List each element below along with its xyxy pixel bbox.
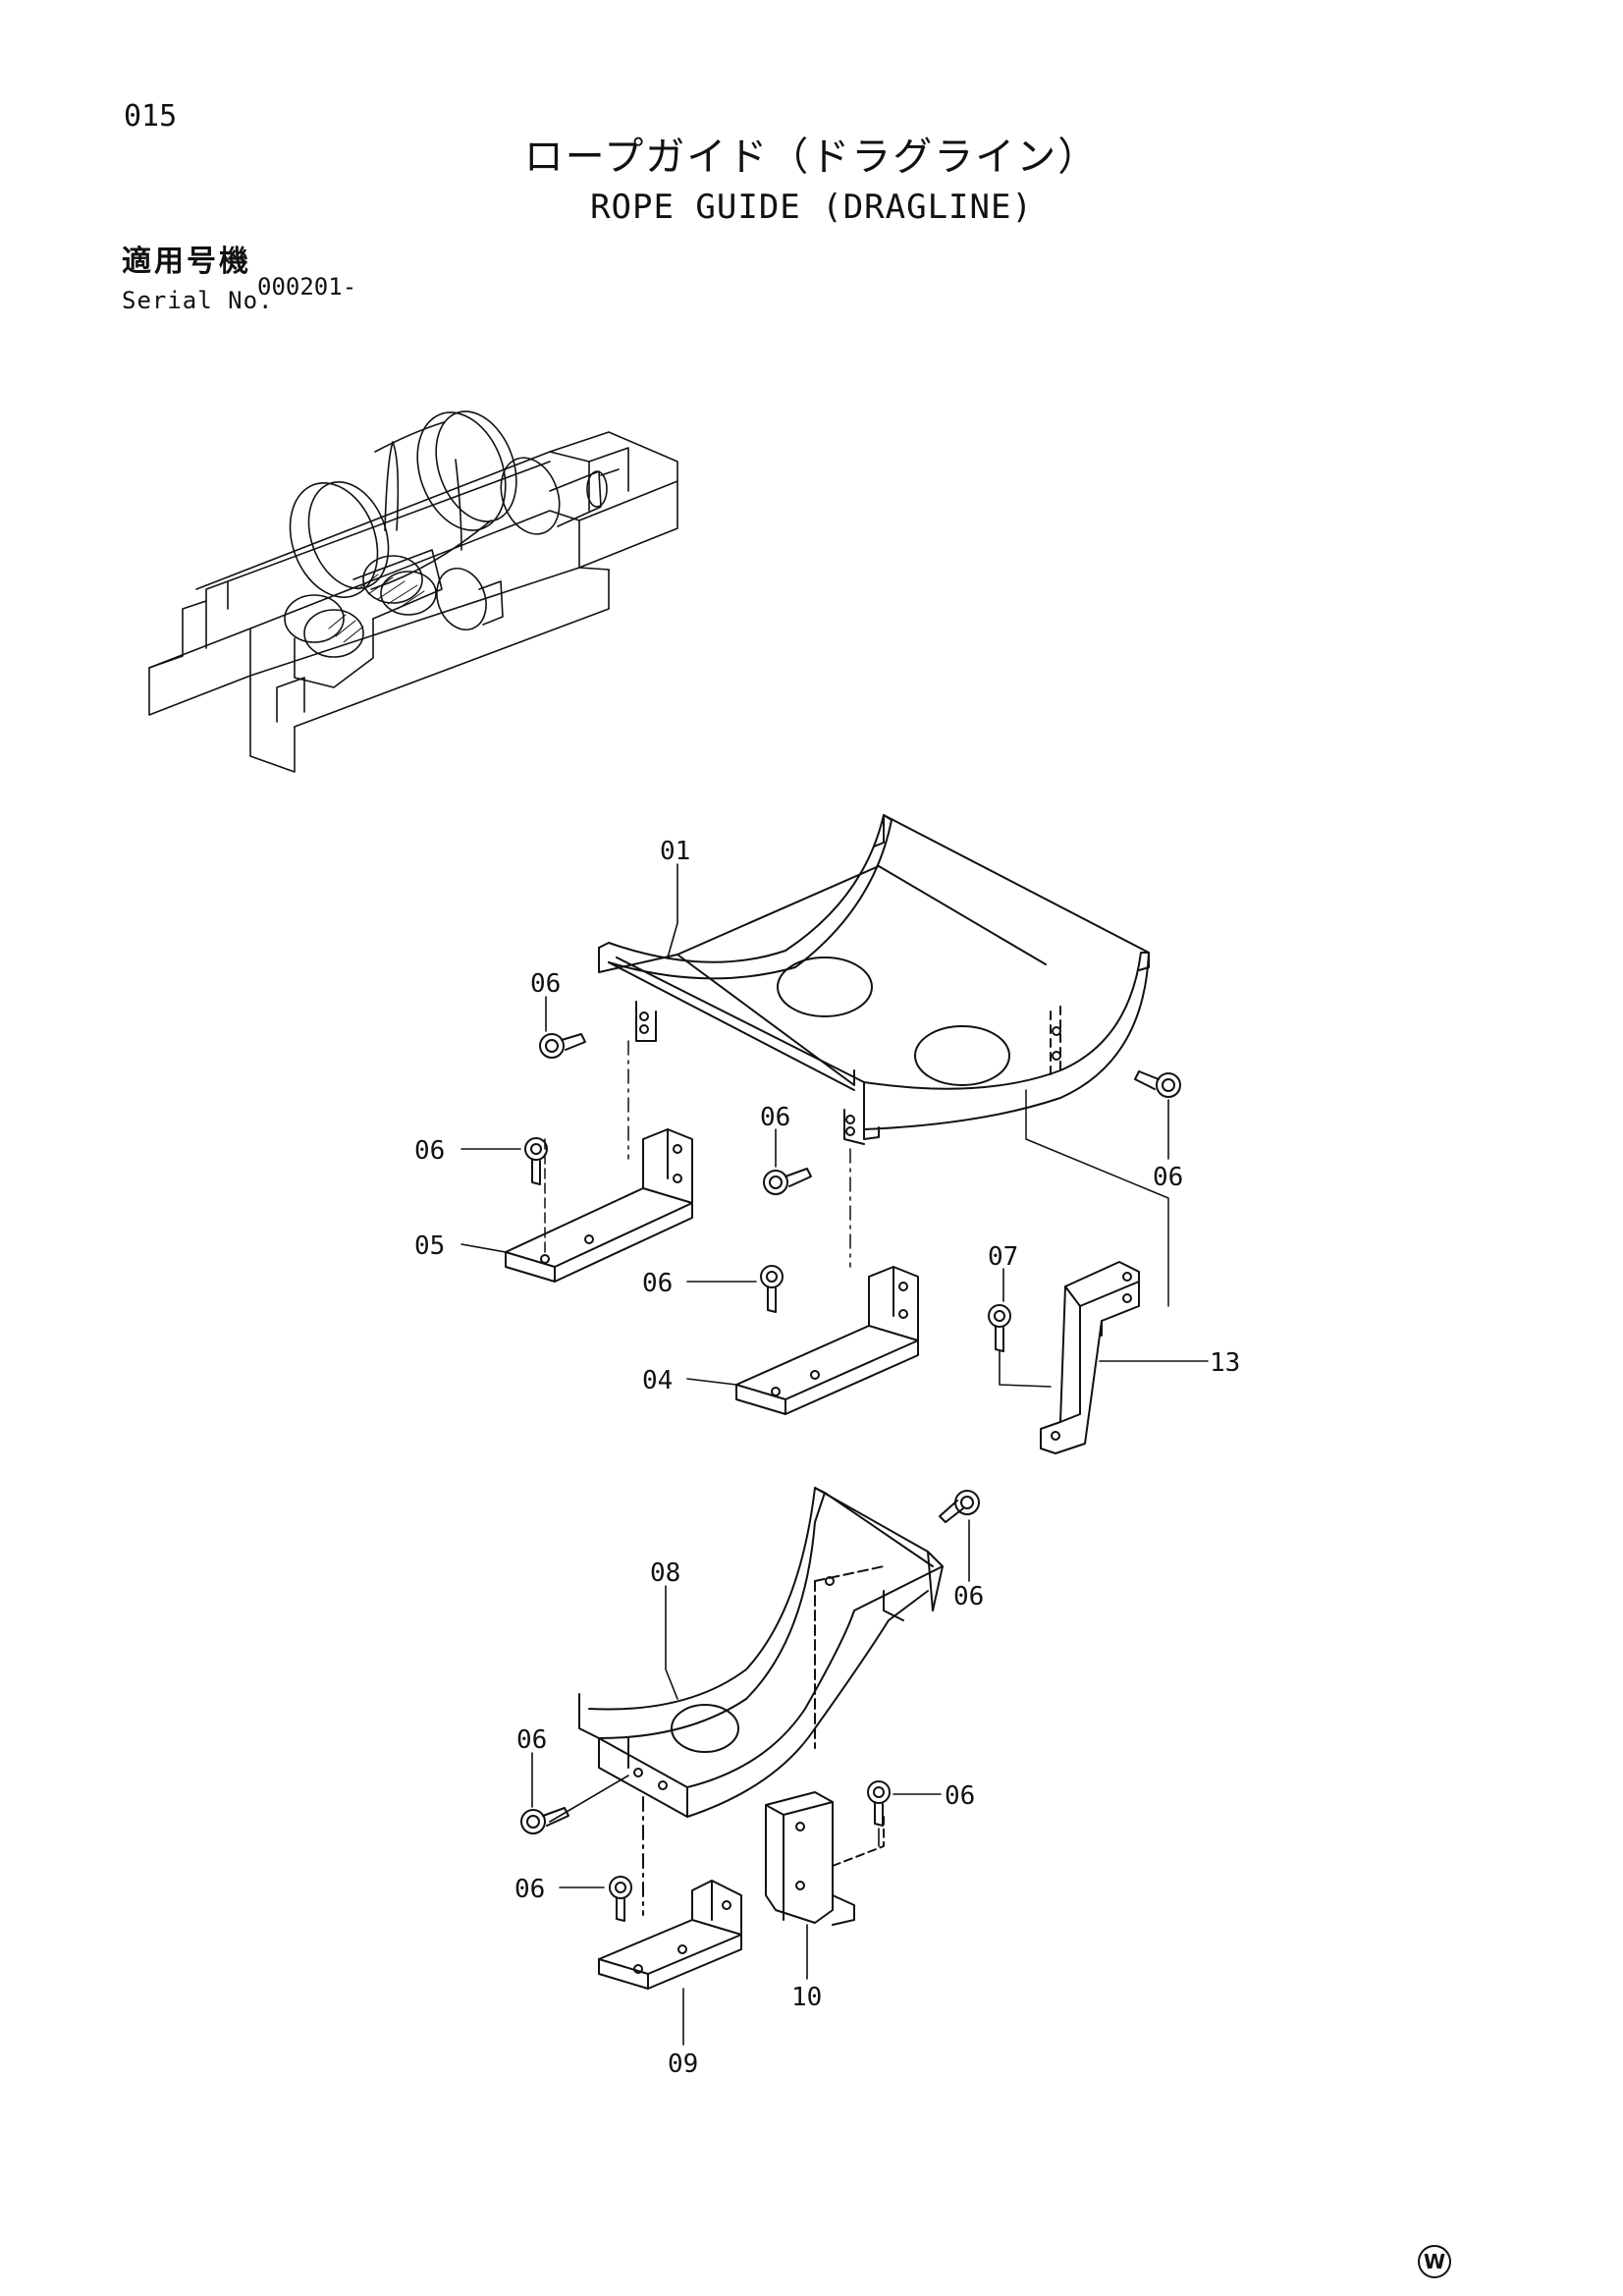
serial-number: 000201- (257, 273, 357, 301)
callout-10: 10 (791, 1983, 822, 2012)
screw-06 (760, 1265, 784, 1313)
callout-06: 06 (516, 1725, 547, 1755)
title-english: ROPE GUIDE (DRAGLINE) (590, 188, 1033, 227)
callout-04: 04 (642, 1366, 673, 1395)
screw-06 (1134, 1070, 1181, 1098)
serial-label-japanese: 適用号機 (122, 245, 251, 279)
callout-06: 06 (1153, 1163, 1183, 1192)
screw-06 (524, 1137, 548, 1185)
callout-09: 09 (668, 2050, 698, 2079)
page-number: 015 (124, 99, 178, 134)
serial-label: Serial No. (122, 287, 274, 314)
callout-06: 06 (642, 1269, 673, 1298)
callout-06: 06 (530, 969, 561, 999)
screw-06 (520, 1807, 569, 1834)
callout-08: 08 (650, 1558, 680, 1588)
bracket-09 (598, 1796, 742, 1990)
screw-06 (763, 1168, 812, 1195)
rope-guide-08 (578, 1487, 944, 1818)
screw-06 (609, 1876, 632, 1922)
callout-06: 06 (760, 1103, 790, 1132)
screws (520, 1033, 1181, 1922)
callout-01: 01 (660, 837, 690, 866)
bracket-05 (505, 1128, 693, 1283)
screw-06 (939, 1490, 980, 1523)
callout-07: 07 (988, 1242, 1018, 1272)
plate-10 (765, 1791, 885, 1926)
overview-illustration (148, 410, 678, 773)
screw-06 (867, 1780, 891, 1827)
title-japanese: ロープガイド（ドラグライン） (523, 135, 1100, 180)
rope-guide-01 (598, 814, 1150, 1145)
bracket-13 (1040, 1261, 1140, 1454)
screw-07 (988, 1304, 1011, 1352)
callout-13: 13 (1210, 1348, 1240, 1378)
callout-06: 06 (514, 1875, 545, 1904)
assembly-lines (544, 1040, 1169, 1307)
callouts: 01 06 06 05 06 06 07 06 04 13 08 06 06 0… (414, 837, 1240, 2079)
maker-mark-icon: W (1418, 2245, 1451, 2278)
bracket-04 (735, 1266, 919, 1415)
callout-06: 06 (945, 1781, 975, 1811)
callout-06: 06 (414, 1136, 445, 1166)
callout-06: 06 (953, 1582, 984, 1612)
callout-05: 05 (414, 1231, 445, 1261)
screw-06 (539, 1033, 586, 1059)
leader-lines (460, 863, 1209, 2046)
